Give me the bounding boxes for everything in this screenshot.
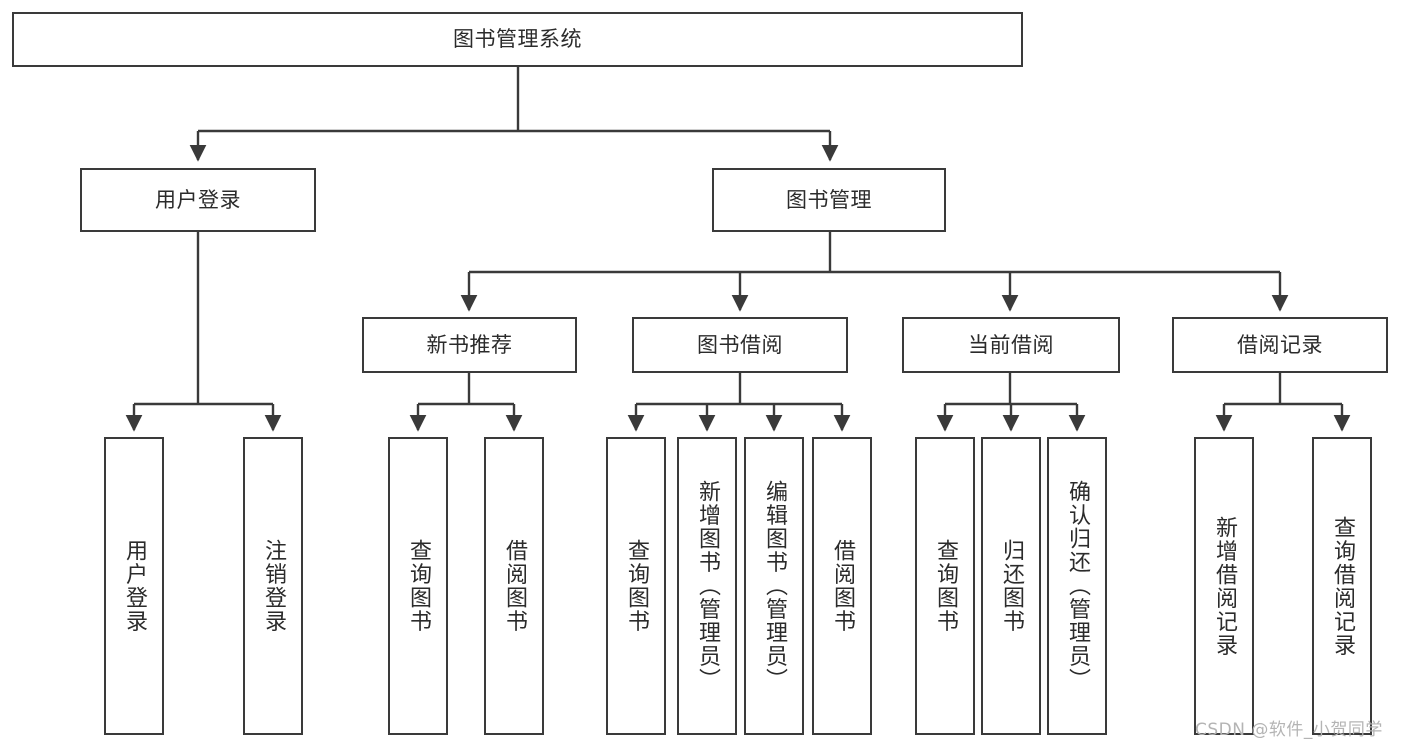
node-label: 图书借阅 bbox=[697, 332, 783, 357]
node-label: 新书推荐 bbox=[426, 332, 513, 357]
leaf-add-borrow-record[interactable]: 新增借阅记录 bbox=[1194, 437, 1254, 735]
node-label: 图书管理 bbox=[786, 187, 872, 212]
node-label: 查询图书 bbox=[933, 539, 958, 633]
node-label: 编辑图书（管理员） bbox=[762, 480, 787, 692]
node-label: 查询图书 bbox=[406, 539, 431, 633]
leaf-borrow-book[interactable]: 借阅图书 bbox=[812, 437, 872, 735]
node-label: 归还图书 bbox=[999, 539, 1024, 633]
node-label: 确认归还（管理员） bbox=[1065, 480, 1090, 692]
leaf-borrow-book-recommend[interactable]: 借阅图书 bbox=[484, 437, 544, 735]
leaf-return-book[interactable]: 归还图书 bbox=[981, 437, 1041, 735]
node-label: 查询图书 bbox=[624, 539, 649, 633]
leaf-query-book-recommend[interactable]: 查询图书 bbox=[388, 437, 448, 735]
node-borrow-record[interactable]: 借阅记录 bbox=[1172, 317, 1388, 373]
node-label: 新增图书（管理员） bbox=[695, 480, 720, 692]
node-label: 当前借阅 bbox=[968, 332, 1054, 357]
node-label: 用户登录 bbox=[155, 187, 241, 212]
leaf-query-book-current[interactable]: 查询图书 bbox=[915, 437, 975, 735]
node-new-book-recommend[interactable]: 新书推荐 bbox=[362, 317, 577, 373]
node-label: 新增借阅记录 bbox=[1212, 515, 1237, 657]
leaf-query-borrow-record[interactable]: 查询借阅记录 bbox=[1312, 437, 1372, 735]
node-root-system[interactable]: 图书管理系统 bbox=[12, 12, 1023, 67]
leaf-add-book-admin[interactable]: 新增图书（管理员） bbox=[677, 437, 737, 735]
node-label: 图书管理系统 bbox=[453, 27, 582, 52]
node-book-management[interactable]: 图书管理 bbox=[712, 168, 946, 232]
node-label: 注销登录 bbox=[261, 539, 286, 633]
node-user-login[interactable]: 用户登录 bbox=[80, 168, 316, 232]
leaf-query-book-borrow[interactable]: 查询图书 bbox=[606, 437, 666, 735]
leaf-edit-book-admin[interactable]: 编辑图书（管理员） bbox=[744, 437, 804, 735]
node-label: 查询借阅记录 bbox=[1330, 515, 1355, 657]
node-label: 借阅图书 bbox=[502, 539, 527, 633]
leaf-confirm-return-admin[interactable]: 确认归还（管理员） bbox=[1047, 437, 1107, 735]
leaf-user-login[interactable]: 用户登录 bbox=[104, 437, 164, 735]
node-label: 借阅图书 bbox=[830, 539, 855, 633]
node-label: 用户登录 bbox=[122, 539, 147, 633]
node-book-borrow[interactable]: 图书借阅 bbox=[632, 317, 848, 373]
node-current-borrow[interactable]: 当前借阅 bbox=[902, 317, 1120, 373]
node-label: 借阅记录 bbox=[1237, 332, 1323, 357]
leaf-logout[interactable]: 注销登录 bbox=[243, 437, 303, 735]
